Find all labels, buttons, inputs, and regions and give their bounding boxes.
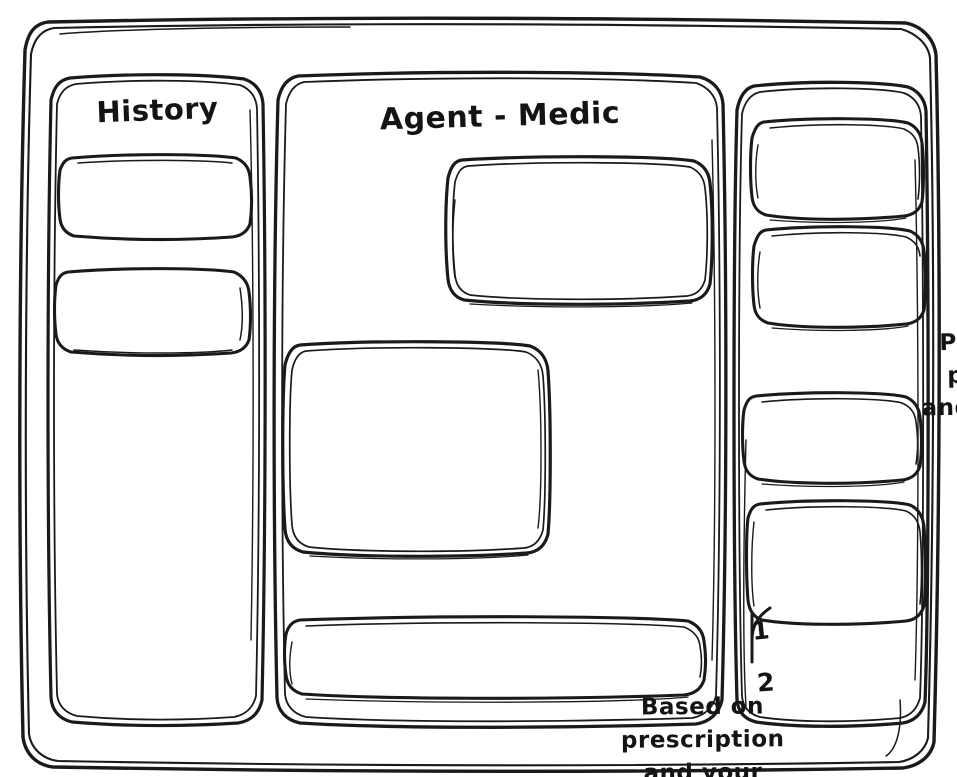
agent-message-text: Based on prescription and your health, y…: [620, 693, 785, 777]
tool-card-ocr[interactable]: OCR: [752, 228, 926, 326]
agent-panel-title: Agent - Medic: [379, 95, 621, 138]
user-message-bubble: Pls check the prescription and recommend: [448, 158, 957, 422]
tool-card-params[interactable]: params: [742, 394, 922, 484]
history-item-2[interactable]: [56, 272, 249, 354]
composer-input[interactable]: [286, 618, 704, 696]
agent-message-bubble: Based on prescription and your health, y…: [285, 343, 785, 777]
history-item-1[interactable]: [60, 158, 250, 238]
doc-source-item-1[interactable]: 1: [750, 615, 771, 646]
history-panel-title: History: [95, 90, 220, 130]
doc-source-item-2[interactable]: 2: [756, 667, 776, 698]
tool-card-doc-source[interactable]: Doc source: [746, 502, 926, 624]
tool-card-llm[interactable]: LLM: [750, 120, 924, 218]
